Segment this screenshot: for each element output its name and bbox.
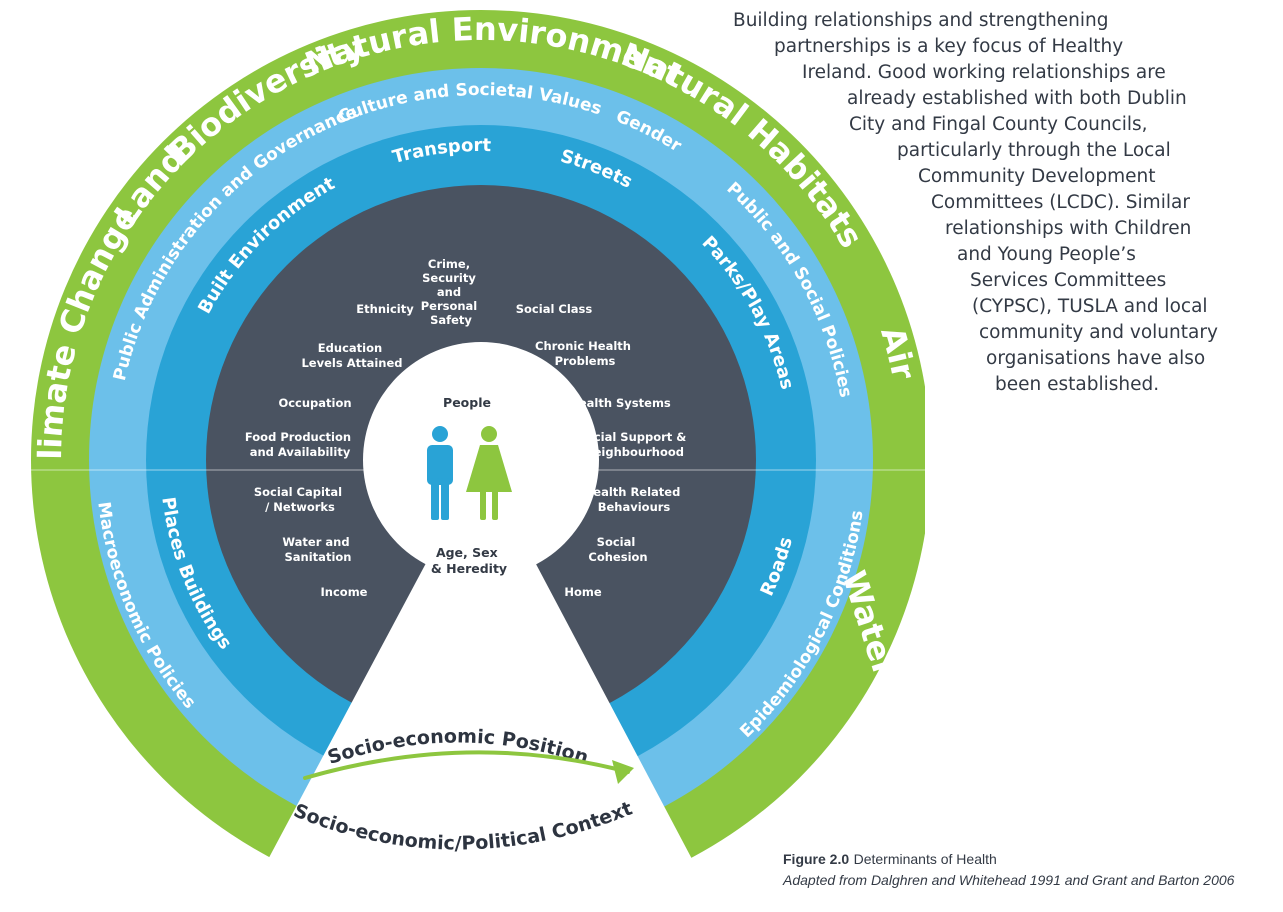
intro-paragraph: Building relationships and strengthening… — [700, 8, 1283, 398]
intro-line: and Young People’s — [957, 244, 1136, 265]
intro-line: Building relationships and strengthening — [733, 10, 1109, 31]
intro-line: Services Committees — [970, 270, 1167, 291]
core-factor-income: Income — [321, 585, 368, 599]
intro-line: City and Fingal County Councils, — [849, 114, 1148, 135]
intro-line: Committees (LCDC). Similar — [931, 192, 1190, 213]
core-factor-health-behaviours: Health Related Behaviours — [584, 485, 685, 514]
core-factor-social-cohesion: Social Cohesion — [588, 535, 647, 564]
core-factor-social-support: Social Support & Neighbourhood — [578, 430, 691, 459]
age-sex-heredity-label: Age, Sex & Heredity — [431, 545, 507, 576]
core-factor-chronic-health: Chronic Health Problems — [535, 339, 635, 368]
core-factor-health-systems: Health Systems — [569, 396, 671, 410]
people-label: People — [443, 395, 491, 410]
figure-caption: Figure 2.0 Determinants of Health Adapte… — [783, 851, 1234, 888]
core-factor-water-sanitation: Water and Sanitation — [282, 535, 353, 564]
intro-line: organisations have also — [986, 348, 1206, 369]
female-person-icon — [466, 426, 512, 520]
intro-line: been established. — [995, 374, 1160, 395]
intro-line: relationships with Children — [945, 218, 1192, 239]
core-factor-social-class: Social Class — [516, 302, 593, 316]
core-factor-ethnicity: Ethnicity — [356, 302, 414, 316]
core-factor-food-production: Food Production and Availability — [245, 430, 355, 459]
socio-economic-wedge — [240, 460, 720, 912]
core-factor-occupation: Occupation — [278, 396, 351, 410]
figure-title: Determinants of Health — [853, 851, 997, 867]
intro-line: (CYPSC), TUSLA and local — [972, 296, 1208, 317]
core-factor-home: Home — [564, 585, 602, 599]
figure-number: Figure 2.0 — [783, 851, 850, 867]
core-factor-education: Education Levels Attained — [301, 341, 402, 370]
determinants-of-health-diagram: Climate Change Land Biodiversity Natural… — [31, 10, 925, 912]
intro-line: community and voluntary — [979, 322, 1218, 343]
core-factor-crime-safety: Crime, Security and Personal Safety — [421, 257, 482, 327]
intro-line: Community Development — [918, 166, 1156, 187]
intro-line: particularly through the Local — [897, 140, 1171, 161]
male-person-icon — [427, 426, 453, 520]
arrow-head — [612, 760, 634, 784]
figure-source: Adapted from Dalghren and Whitehead 1991… — [783, 872, 1235, 888]
intro-line: already established with both Dublin — [847, 88, 1187, 109]
core-factor-social-capital: Social Capital / Networks — [254, 485, 346, 514]
intro-line: Ireland. Good working relationships are — [802, 62, 1166, 83]
curved-arrow-icon — [303, 750, 630, 780]
intro-line: partnerships is a key focus of Healthy — [774, 36, 1124, 57]
